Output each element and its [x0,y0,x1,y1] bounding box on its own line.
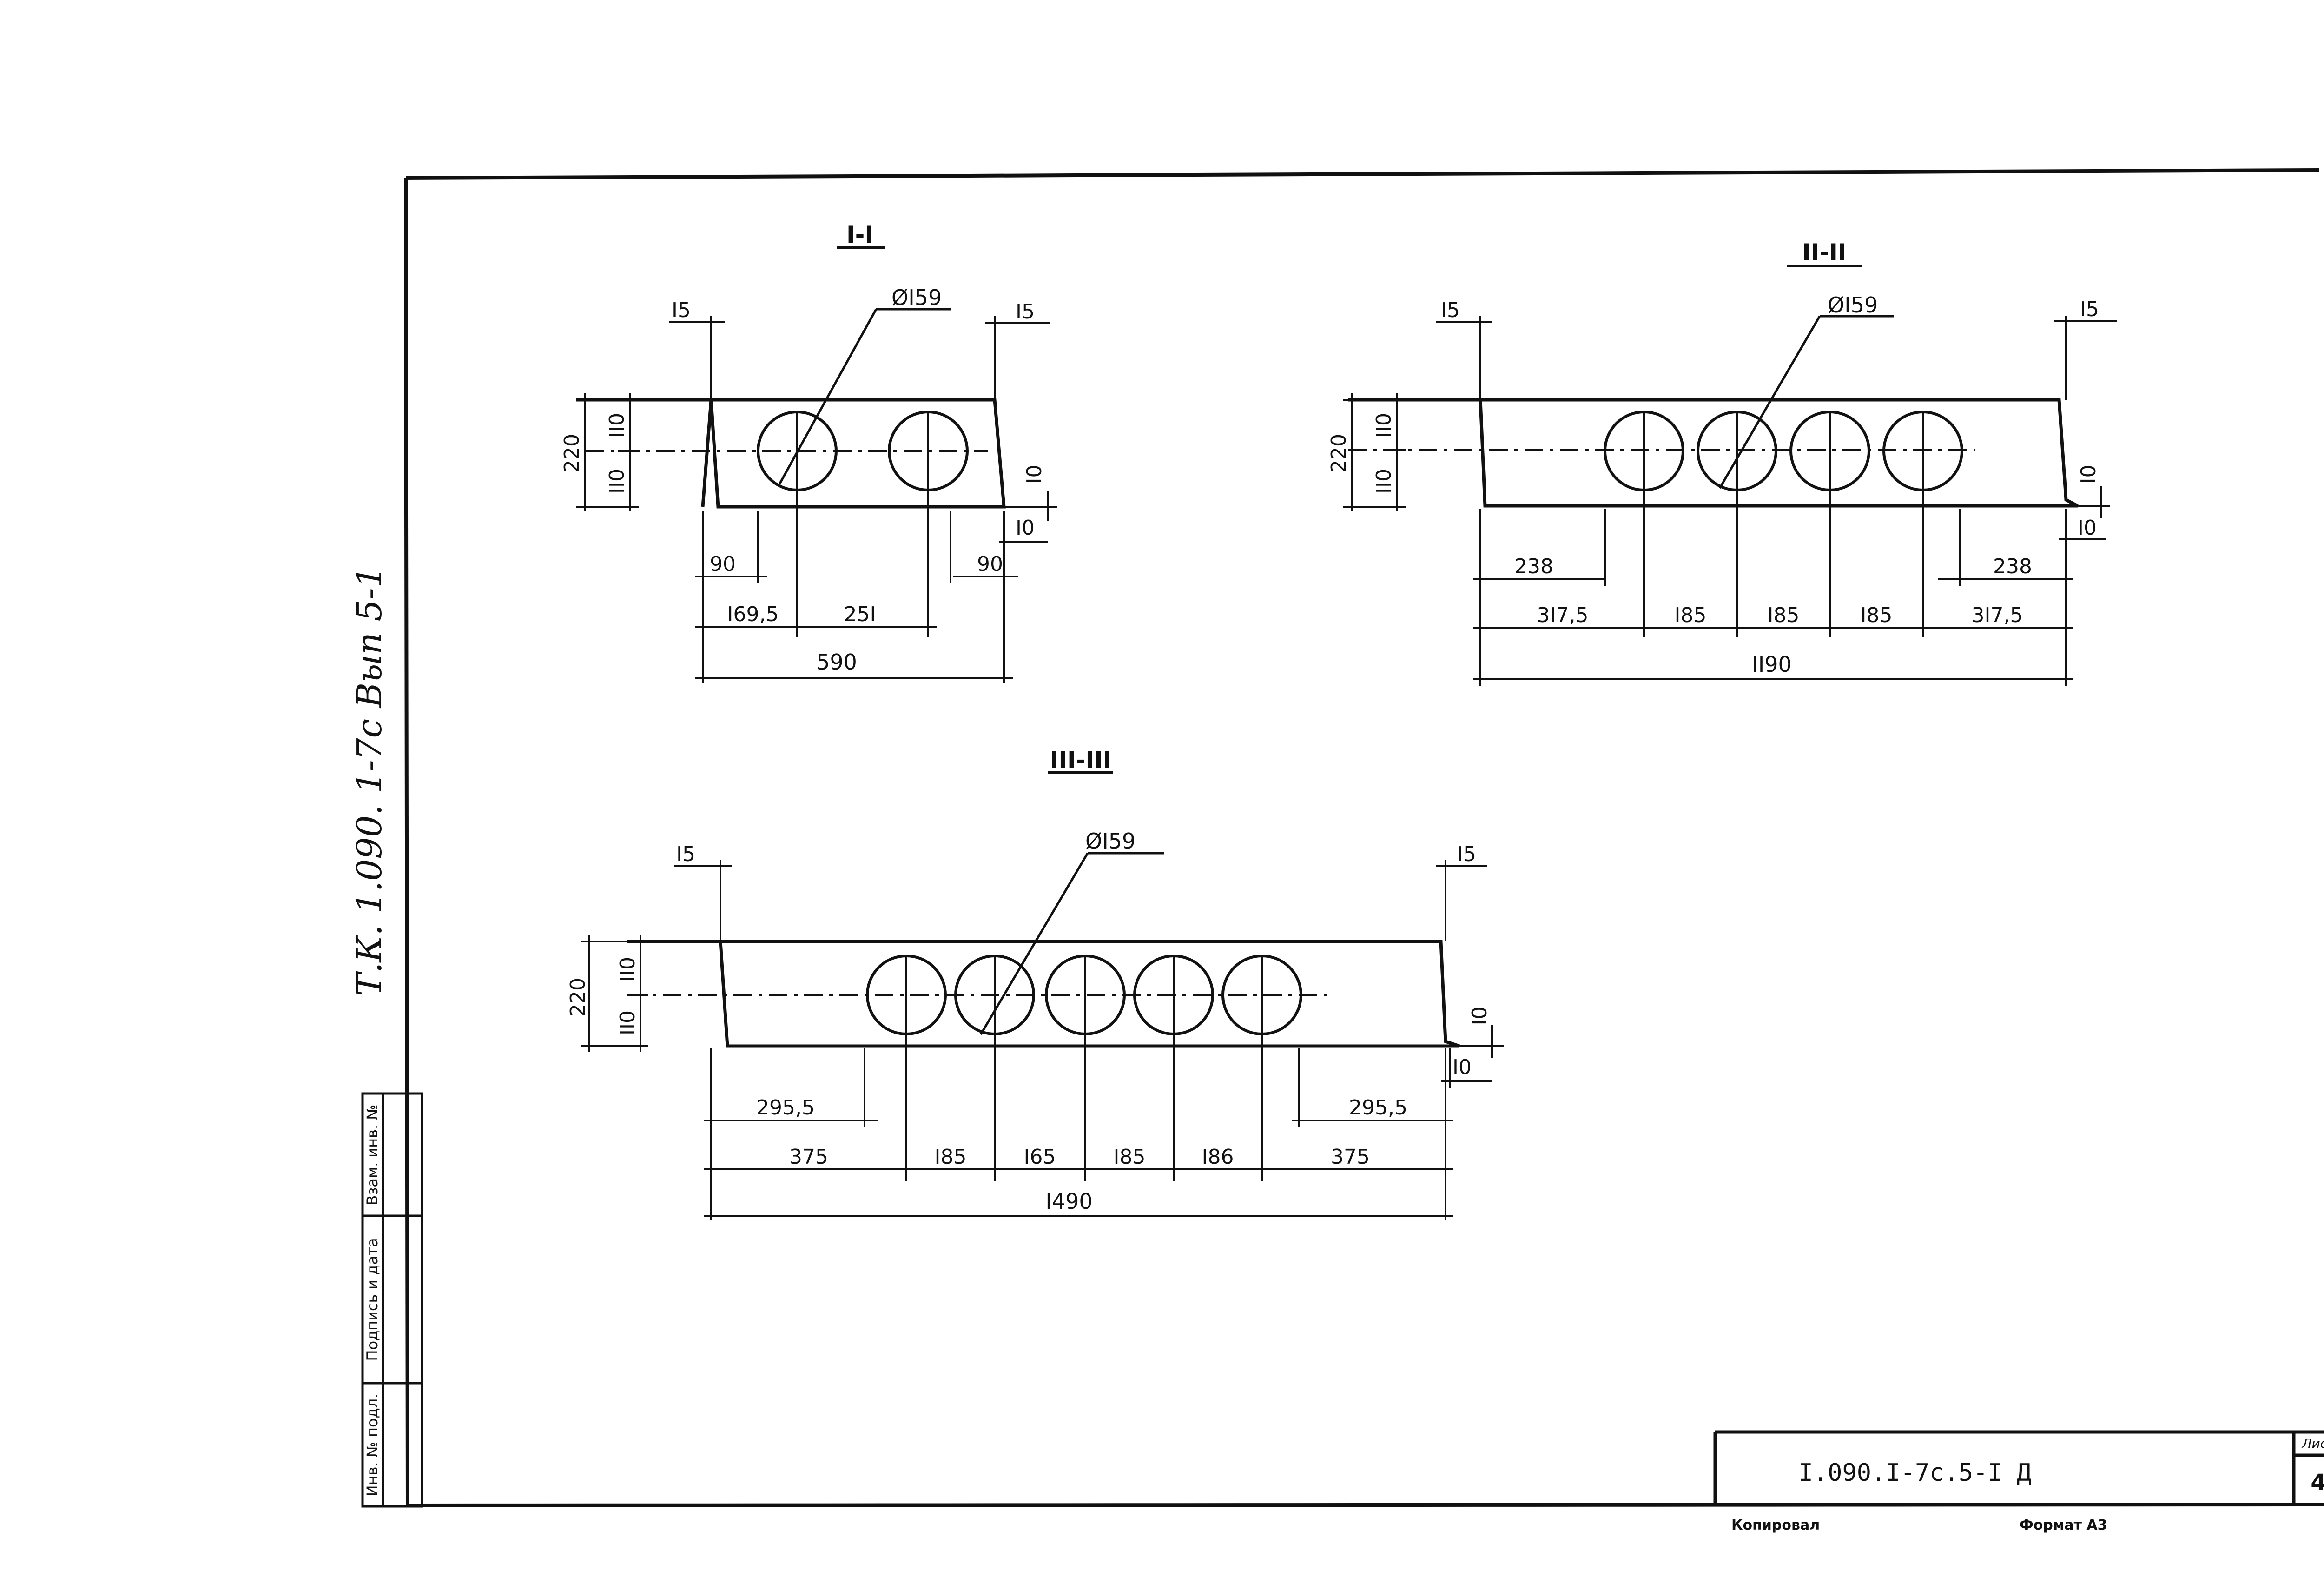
section-1-dim-left: 90 [710,552,736,576]
section-3-right-side: I0 [1468,1007,1492,1026]
section-1-right-side: I0 [1023,465,1046,484]
stamp-inv-no: Инв. № подл. [363,1394,381,1497]
section-1-dim-right: 90 [977,552,1003,576]
section-2: II-II ØI59 I5 I5 [1327,239,2117,686]
section-1-edge-left: I5 [672,298,691,322]
section-2-height-total: 220 [1327,434,1351,473]
footer-format: Формат А3 [2020,1517,2107,1533]
section-3-span: I86 [1202,1145,1234,1169]
section-3-height-total: 220 [566,978,590,1017]
sheet-label: Лист [2302,1436,2324,1451]
title-block: I.090.I-7c.5-I Д Лист 4 [1713,1430,2324,1505]
section-3-slab-outline [627,940,1460,1048]
section-3-span: 375 [1331,1145,1370,1169]
section-1-title: I-I [846,221,873,248]
section-1-hole-label: ØI59 [891,285,942,310]
section-2-height-bottom: II0 [1372,469,1396,494]
footer-copied: Копировал [1731,1517,1820,1533]
section-2-hole-label: ØI59 [1828,292,1878,318]
section-2-dim-right: 238 [1993,555,2032,578]
section-3-span: 375 [789,1145,828,1169]
section-1-dim-pitch: 25I [844,603,876,626]
side-stamp: Взам. инв. № Подпись и дата Инв. № подл. [361,1092,423,1508]
document-code: I.090.I-7c.5-I Д [1799,1459,2032,1487]
section-3-height-top: II0 [616,957,640,982]
section-2-right-bottom: I0 [2078,516,2097,540]
stamp-replace-inv: Взам. инв. № [363,1104,381,1205]
section-2-edge-right: I5 [2080,298,2099,321]
section-3-height-bottom: II0 [616,1010,640,1035]
section-3-edge-left: I5 [676,842,695,866]
section-3-span: I85 [935,1145,967,1169]
stamp-sign-date: Подпись и дата [363,1238,381,1361]
section-2-span: I85 [1768,603,1800,627]
section-1-height-top: II0 [605,413,629,438]
section-3: III-III ØI59 I5 I5 [566,747,1504,1220]
section-1: I-I ØI59 I5 I5 220 II0 II0 [560,221,1057,683]
section-2-right-side: I0 [2077,465,2100,484]
section-2-edge-left: I5 [1441,298,1460,322]
section-2-dim-left: 238 [1514,555,1553,578]
sheet-number: 4 [2311,1470,2324,1496]
section-3-span: I65 [1024,1145,1056,1169]
section-1-height-total: 220 [560,434,584,473]
section-3-title: III-III [1050,747,1111,774]
margin-note: Т.К. 1.090. 1-7с Вып 5-1 [350,566,390,996]
section-3-hole-label: ØI59 [1085,829,1136,854]
section-3-dim-left: 295,5 [756,1096,815,1120]
section-1-slab-outline [576,398,1006,509]
section-3-right-bottom: I0 [1452,1055,1472,1079]
section-3-dim-right: 295,5 [1349,1096,1407,1120]
section-2-span: I85 [1675,603,1707,627]
section-2-title: II-II [1802,239,1846,266]
section-3-span: I85 [1114,1145,1146,1169]
section-1-dim-total: 590 [816,650,857,675]
section-1-height-bottom: II0 [605,469,629,494]
section-1-edge-right: I5 [1016,300,1035,324]
section-2-span: 3I7,5 [1537,603,1589,627]
section-3-dim-total: I490 [1045,1189,1092,1214]
section-1-right-bottom: I0 [1016,516,1035,540]
section-2-height-top: II0 [1372,413,1396,438]
section-3-edge-right: I5 [1457,842,1476,866]
section-2-span: 3I7,5 [1972,603,2023,627]
section-2-dim-total: II90 [1752,652,1792,677]
drawing-frame [404,168,2324,1507]
section-2-slab-outline [1348,398,2079,508]
section-1-dim-first: I69,5 [727,603,779,626]
section-2-span: I85 [1861,603,1893,627]
